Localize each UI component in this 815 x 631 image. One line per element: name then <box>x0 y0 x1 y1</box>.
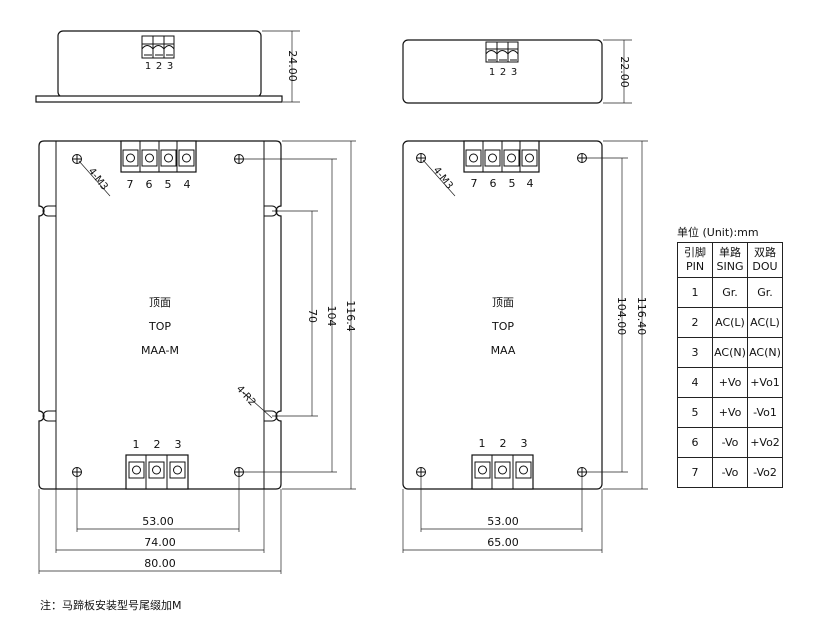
left-dim-116: 116.4 <box>344 300 357 332</box>
left-top-view: 4-M3 4-R2 7 6 5 4 1 2 3 <box>38 140 357 574</box>
left-top-pin-5: 5 <box>165 178 172 191</box>
left-vertical-dims <box>244 140 356 490</box>
left-hole-br <box>234 467 244 477</box>
right-top-terminal-block <box>463 140 540 173</box>
left-top-terminal-block <box>120 140 197 173</box>
left-bottom-pin-3: 3 <box>175 438 182 451</box>
right-top-pin-7: 7 <box>471 177 478 190</box>
right-side-pin-3: 3 <box>511 67 517 78</box>
left-side-pin-2: 2 <box>156 61 162 72</box>
right-horizontal-dims <box>402 477 603 553</box>
left-model: MAA-M <box>141 344 179 357</box>
left-side-view: 1 2 3 24.00 <box>35 30 300 103</box>
right-top-label-en: TOP <box>491 320 514 333</box>
right-vertical-dims <box>587 140 648 490</box>
right-top-pin-6: 6 <box>490 177 497 190</box>
left-slot-bottom-left <box>42 410 56 422</box>
right-side-body <box>402 39 603 104</box>
right-dim-116: 116.40 <box>635 297 648 336</box>
right-dim-104: 104.00 <box>615 297 628 336</box>
left-top-pin-4: 4 <box>184 178 191 191</box>
right-bottom-pin-2: 2 <box>500 437 507 450</box>
units-label: 单位 (Unit):mm <box>677 226 759 239</box>
right-hole-br <box>577 467 587 477</box>
left-bottom-pin-2: 2 <box>154 438 161 451</box>
left-top-pin-6: 6 <box>146 178 153 191</box>
table-row: 4+Vo+Vo1 <box>677 367 783 398</box>
left-slot-top-left <box>42 205 56 217</box>
right-bottom-pin-1: 1 <box>479 437 486 450</box>
right-hole-bl <box>416 467 426 477</box>
left-horizontal-dims <box>38 477 282 574</box>
right-dim-height: 22.00 <box>618 56 631 88</box>
right-side-pin-1: 1 <box>489 67 495 78</box>
left-top-outline <box>38 140 282 490</box>
left-side-pin-3: 3 <box>167 61 173 72</box>
right-dim-65: 65.00 <box>487 536 519 549</box>
right-hole-tl <box>416 153 426 163</box>
right-side-pin-2: 2 <box>500 67 506 78</box>
left-dim-80: 80.00 <box>144 557 176 570</box>
right-top-pin-5: 5 <box>509 177 516 190</box>
left-top-label: 顶面 <box>149 296 171 309</box>
right-top-label: 顶面 <box>492 296 514 309</box>
right-side-view: 1 2 3 22.00 <box>402 39 632 104</box>
right-hole-tr <box>577 153 587 163</box>
left-bottom-pin-1: 1 <box>133 438 140 451</box>
right-model: MAA <box>491 344 516 357</box>
left-side-terminal <box>141 35 175 59</box>
left-dim-104: 104 <box>325 306 338 327</box>
left-mounting-plate <box>35 95 283 103</box>
left-bottom-terminal-block <box>125 454 189 490</box>
left-top-pin-7: 7 <box>127 178 134 191</box>
right-top-view: 4-M3 7 6 5 4 1 2 3 顶面 TOP MAA <box>402 140 648 553</box>
right-side-terminal <box>485 41 519 63</box>
left-hole-tl <box>72 154 82 164</box>
left-dim-70: 70 <box>306 309 319 323</box>
right-top-pin-4: 4 <box>527 177 534 190</box>
left-hole-bl <box>72 467 82 477</box>
left-dim-height: 24.00 <box>286 50 299 82</box>
left-top-label-en: TOP <box>148 320 171 333</box>
left-hole-tr <box>234 154 244 164</box>
right-dim-53: 53.00 <box>487 515 519 528</box>
table-row: 5+Vo-Vo1 <box>677 397 783 428</box>
right-bottom-pin-3: 3 <box>521 437 528 450</box>
table-row: 6-Vo+Vo2 <box>677 427 783 458</box>
left-side-pin-1: 1 <box>145 61 151 72</box>
left-dim-53: 53.00 <box>142 515 174 528</box>
right-bottom-terminal-block <box>471 454 534 490</box>
left-dim-74: 74.00 <box>144 536 176 549</box>
table-row: 7-Vo-Vo2 <box>677 457 783 488</box>
note: 注：马蹄板安装型号尾缀加M <box>40 599 182 612</box>
